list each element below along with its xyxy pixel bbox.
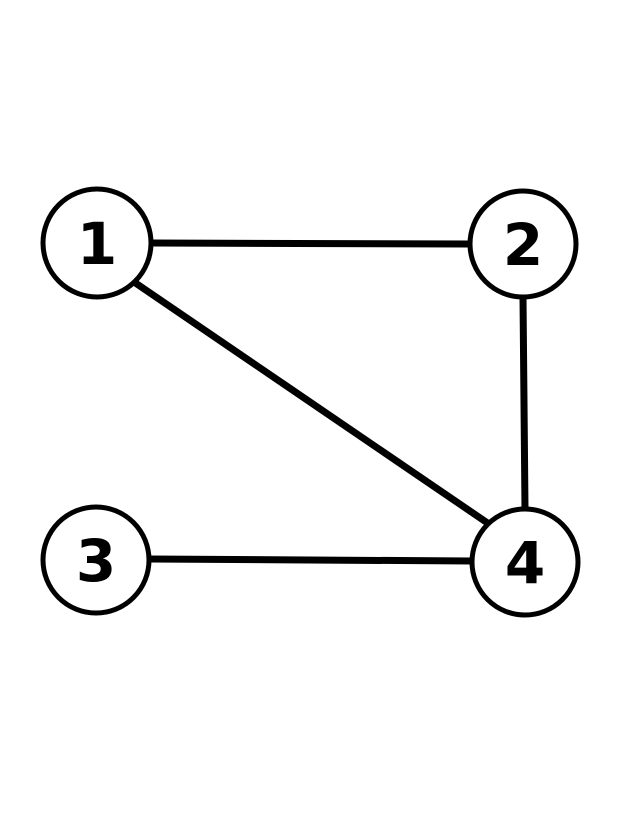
node-3-label: 3: [76, 527, 116, 595]
node-3[interactable]: 3: [40, 504, 152, 616]
node-4-label: 4: [505, 529, 545, 597]
node-4-circle[interactable]: [469, 506, 581, 618]
node-2-label: 2: [503, 211, 543, 279]
edge-3-4[interactable]: [148, 555, 473, 565]
node-3-circle[interactable]: [40, 504, 152, 616]
node-2-circle[interactable]: [467, 188, 579, 300]
node-1[interactable]: 1: [40, 186, 154, 300]
node-1-circle[interactable]: [40, 186, 154, 300]
edge-layer: [132, 239, 529, 565]
node-layer: 1 2 3 4: [40, 186, 581, 618]
node-1-label: 1: [77, 210, 117, 278]
edge-2-4[interactable]: [519, 296, 529, 510]
node-2[interactable]: 2: [467, 188, 579, 300]
edge-1-2[interactable]: [150, 239, 471, 248]
edge-1-4[interactable]: [132, 279, 491, 527]
node-4[interactable]: 4: [469, 506, 581, 618]
